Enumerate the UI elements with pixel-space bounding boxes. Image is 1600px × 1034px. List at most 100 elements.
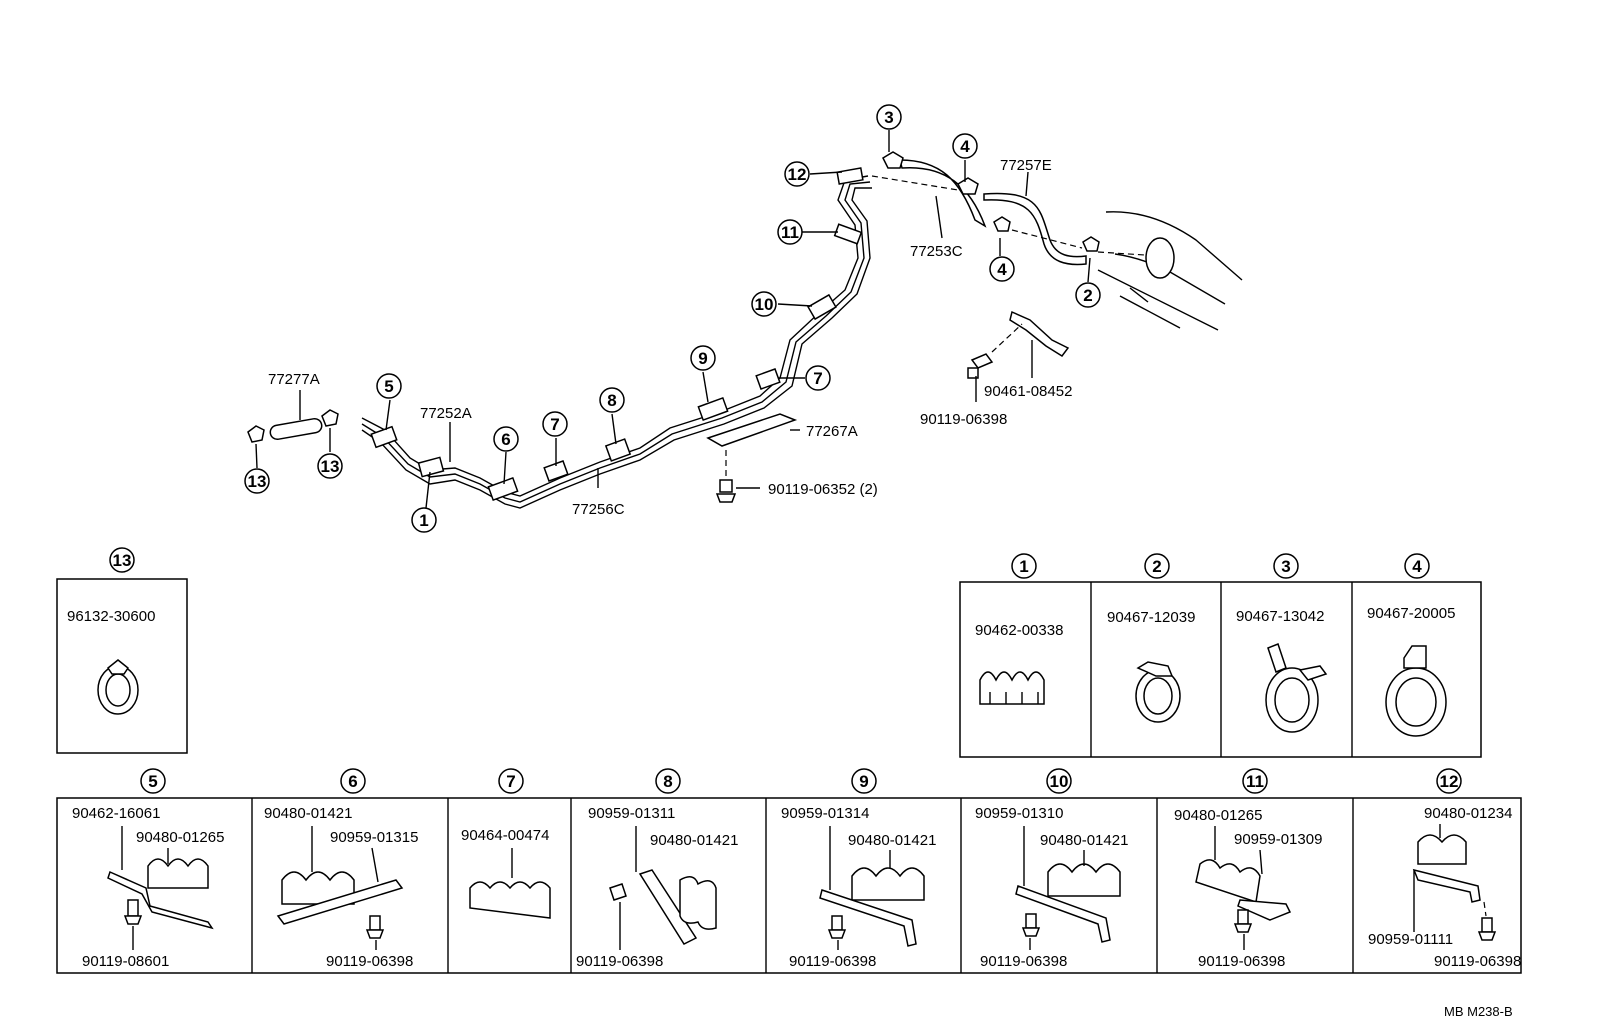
svg-text:90959-01315: 90959-01315 <box>330 829 418 846</box>
main-labels: 77277A 77252A 77256C 77267A 90119-06352 … <box>268 157 1072 518</box>
detail-panel-6: 6 90480-01421 90959-01315 90119-06398 <box>264 768 418 970</box>
svg-text:9: 9 <box>859 772 868 791</box>
svg-text:90959-01310: 90959-01310 <box>975 805 1063 822</box>
callout-7b: 7 <box>542 411 568 437</box>
svg-text:5: 5 <box>384 377 393 396</box>
label-77267A: 77267A <box>806 423 858 440</box>
detail-panel-9: 9 90959-01314 90480-01421 90119-06398 <box>781 768 936 970</box>
label-77257E: 77257E <box>1000 157 1052 174</box>
svg-text:7: 7 <box>506 772 515 791</box>
svg-text:12: 12 <box>788 165 807 184</box>
svg-text:13: 13 <box>248 472 267 491</box>
detail-panel-3: 3 90467-13042 <box>1236 553 1328 733</box>
svg-text:7: 7 <box>813 369 822 388</box>
callout-7a: 7 <box>805 365 831 391</box>
svg-text:90467-12039: 90467-12039 <box>1107 609 1195 626</box>
svg-text:90119-08601: 90119-08601 <box>82 953 169 970</box>
detail-panel-10: 10 90959-01310 90480-01421 90119-06398 <box>975 768 1128 970</box>
detail-panel-1: 1 90462-00338 <box>975 553 1063 705</box>
fuel-tube-assembly <box>361 167 872 509</box>
svg-text:90467-13042: 90467-13042 <box>1236 608 1324 625</box>
callout-5: 5 <box>376 373 402 399</box>
label-90119-06352: 90119-06352 (2) <box>768 481 878 498</box>
label-90461-08452: 90461-08452 <box>984 383 1072 400</box>
callout-3: 3 <box>876 104 902 130</box>
callout-4a: 4 <box>952 133 978 159</box>
svg-text:1: 1 <box>1019 557 1028 576</box>
callout-13b: 13 <box>317 453 343 479</box>
callout-2: 2 <box>1075 282 1101 308</box>
figure-code: MB M238-B <box>1444 1004 1513 1019</box>
svg-text:6: 6 <box>501 430 510 449</box>
svg-text:90959-01314: 90959-01314 <box>781 805 869 822</box>
svg-text:90119-06398: 90119-06398 <box>326 953 413 970</box>
svg-text:90462-00338: 90462-00338 <box>975 622 1063 639</box>
svg-text:90480-01421: 90480-01421 <box>848 832 936 849</box>
bracket-90461-08452 <box>967 310 1070 379</box>
callout-13a: 13 <box>244 468 270 494</box>
svg-text:9: 9 <box>698 349 707 368</box>
svg-text:90480-01421: 90480-01421 <box>650 832 738 849</box>
svg-text:4: 4 <box>997 260 1007 279</box>
svg-text:90480-01265: 90480-01265 <box>1174 807 1262 824</box>
main-callouts: 3 4 12 11 4 2 10 9 7 5 8 7 6 13 13 1 <box>244 104 1101 533</box>
callout-6: 6 <box>493 426 519 452</box>
hoses-right <box>871 151 1161 266</box>
svg-text:96132-30600: 96132-30600 <box>67 608 155 625</box>
svg-text:6: 6 <box>348 772 357 791</box>
hose-77277A <box>247 409 339 443</box>
callout-9: 9 <box>690 345 716 371</box>
svg-text:3: 3 <box>1281 557 1290 576</box>
label-77277A: 77277A <box>268 371 320 388</box>
svg-text:10: 10 <box>755 295 774 314</box>
callout-1: 1 <box>411 507 437 533</box>
label-90119-06398-main: 90119-06398 <box>920 411 1007 428</box>
svg-text:90119-06398: 90119-06398 <box>980 953 1067 970</box>
svg-text:13: 13 <box>321 457 340 476</box>
callout-8: 8 <box>599 387 625 413</box>
svg-text:2: 2 <box>1083 286 1092 305</box>
svg-text:8: 8 <box>663 772 672 791</box>
svg-text:7: 7 <box>550 415 559 434</box>
bracket-77267A <box>706 413 798 503</box>
detail-panel-13: 13 96132-30600 <box>56 547 188 754</box>
svg-text:12: 12 <box>1440 772 1459 791</box>
detail-row-top: 1 90462-00338 2 90467-12039 3 90467-1304… <box>959 553 1482 758</box>
detail-row-bottom: 5 90462-16061 90480-01265 90119-08601 6 … <box>56 768 1522 974</box>
svg-text:10: 10 <box>1050 772 1069 791</box>
svg-text:2: 2 <box>1152 557 1161 576</box>
svg-text:4: 4 <box>960 137 970 156</box>
svg-text:90480-01421: 90480-01421 <box>1040 832 1128 849</box>
svg-text:5: 5 <box>148 772 157 791</box>
callout-10: 10 <box>751 291 777 317</box>
svg-text:90480-01421: 90480-01421 <box>264 805 352 822</box>
svg-text:90119-06398: 90119-06398 <box>1198 953 1285 970</box>
detail-panel-8: 8 90959-01311 90480-01421 90119-06398 <box>576 768 738 970</box>
leader-lines <box>255 130 1091 509</box>
label-77253C: 77253C <box>910 243 963 260</box>
svg-text:90480-01265: 90480-01265 <box>136 829 224 846</box>
callout-11: 11 <box>777 219 803 245</box>
svg-text:90119-06398: 90119-06398 <box>576 953 663 970</box>
callout-4b: 4 <box>989 256 1015 282</box>
detail-panel-5: 5 90462-16061 90480-01265 90119-08601 <box>72 768 224 970</box>
detail-panel-7: 7 90464-00474 <box>461 768 551 919</box>
svg-text:1: 1 <box>419 511 428 530</box>
svg-text:90119-06398: 90119-06398 <box>789 953 876 970</box>
svg-text:90480-01234: 90480-01234 <box>1424 805 1512 822</box>
svg-text:90464-00474: 90464-00474 <box>461 827 549 844</box>
svg-text:11: 11 <box>1246 772 1264 791</box>
svg-text:90119-06398: 90119-06398 <box>1434 953 1521 970</box>
detail-panel-12: 12 90480-01234 90959-01111 90119-06398 <box>1368 768 1521 970</box>
svg-text:90959-01309: 90959-01309 <box>1234 831 1322 848</box>
svg-text:3: 3 <box>884 108 893 127</box>
callout-12: 12 <box>784 161 810 187</box>
body-panel <box>1097 211 1243 331</box>
svg-text:90462-16061: 90462-16061 <box>72 805 160 822</box>
svg-text:90959-01111: 90959-01111 <box>1368 931 1453 948</box>
svg-text:4: 4 <box>1412 557 1422 576</box>
label-77252A: 77252A <box>420 405 472 422</box>
detail-panel-11: 11 90480-01265 90959-01309 90119-06398 <box>1174 768 1322 970</box>
